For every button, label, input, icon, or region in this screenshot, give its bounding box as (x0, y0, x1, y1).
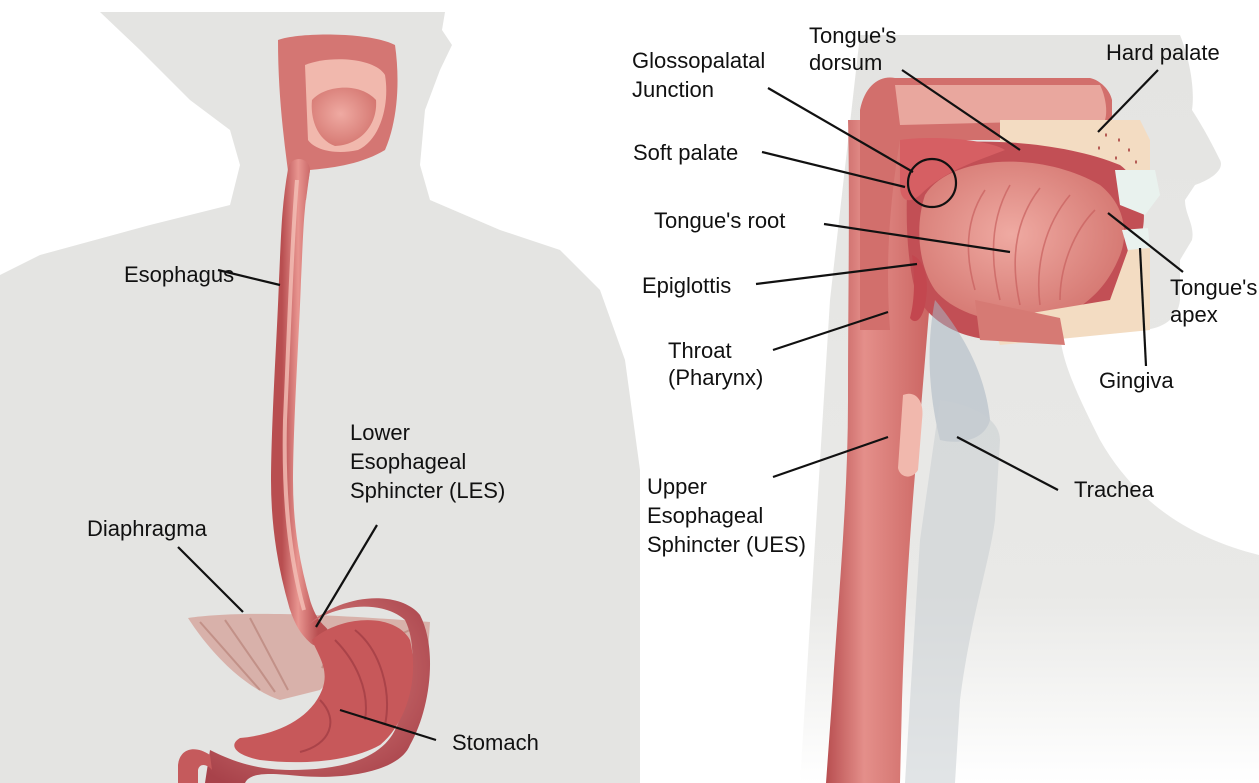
label-ues-line3: Sphincter (UES) (647, 532, 806, 557)
label-tongue-apex-line1: Tongue's (1170, 275, 1257, 300)
left-panel (0, 12, 640, 783)
label-glossopalatal-line2: Junction (632, 77, 714, 102)
label-hard-palate: Hard palate (1106, 40, 1220, 65)
label-tongue-dorsum-line2: dorsum (809, 50, 882, 75)
label-les-line2: Esophageal (350, 449, 466, 474)
label-diaphragma: Diaphragma (87, 516, 208, 541)
label-ues-line1: Upper (647, 474, 707, 499)
label-stomach: Stomach (452, 730, 539, 755)
label-soft-palate: Soft palate (633, 140, 738, 165)
label-throat-line2: (Pharynx) (668, 365, 763, 390)
label-trachea: Trachea (1074, 477, 1155, 502)
label-tongue-root: Tongue's root (654, 208, 785, 233)
label-les-line1: Lower (350, 420, 410, 445)
label-glossopalatal-line1: Glossopalatal (632, 48, 765, 73)
nasal-passage (895, 85, 1106, 125)
label-esophagus: Esophagus (124, 262, 234, 287)
label-tongue-apex-line2: apex (1170, 302, 1218, 327)
label-throat-line1: Throat (668, 338, 732, 363)
label-epiglottis: Epiglottis (642, 273, 731, 298)
label-gingiva: Gingiva (1099, 368, 1174, 393)
label-ues-line2: Esophageal (647, 503, 763, 528)
label-les-line3: Sphincter (LES) (350, 478, 505, 503)
label-tongue-dorsum-line1: Tongue's (809, 23, 896, 48)
